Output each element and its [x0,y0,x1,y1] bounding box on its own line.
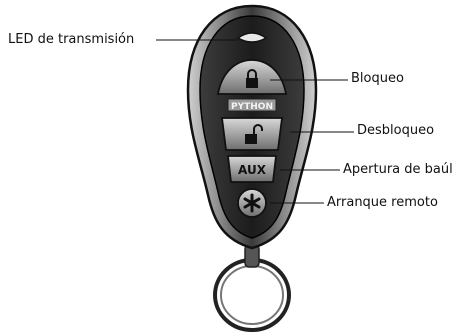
callout-lines [156,39,354,204]
unlock-label: Desbloqueo [357,123,435,138]
led-label: LED de transmisión [8,32,135,47]
aux-button-label: AUX [238,163,267,177]
padlock-open-icon [245,124,263,144]
lock-button[interactable] [216,59,288,95]
lock-label: Bloqueo [351,71,404,86]
padlock-closed-icon [246,69,258,88]
unlock-button[interactable] [220,117,284,151]
key-ring [213,244,291,332]
aux-button[interactable]: AUX [226,155,278,183]
brand-logo: PYTHON [231,102,273,112]
trunk-label: Apertura de baúl [343,162,453,177]
remote-start-label: Arranque remoto [327,195,438,210]
transmission-led [236,32,268,43]
remote-start-button[interactable] [237,188,267,218]
asterisk-icon [243,193,261,213]
